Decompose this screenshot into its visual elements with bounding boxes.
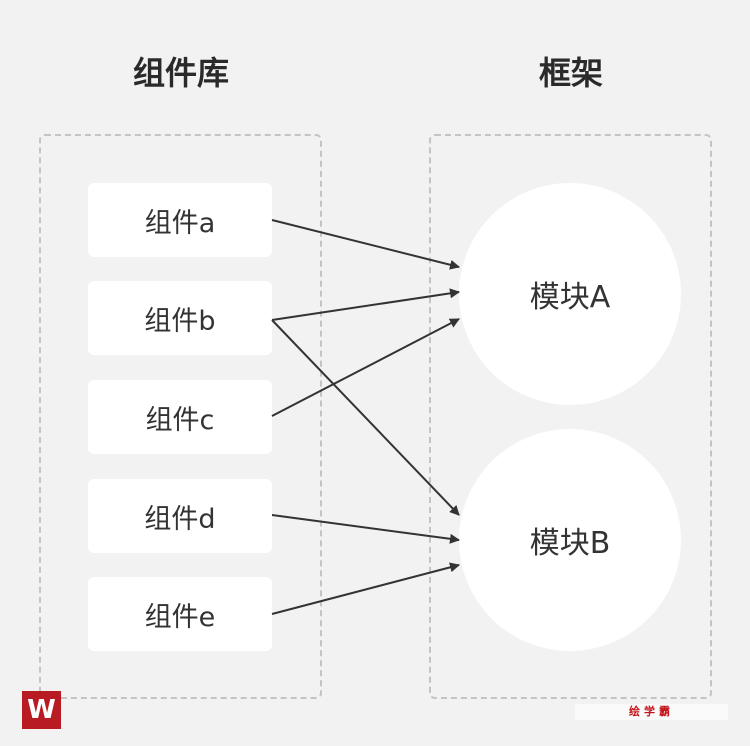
arrow-b-to-A <box>271 288 460 321</box>
arrow-a-to-A <box>271 219 460 270</box>
arrow-c-to-A <box>271 318 460 417</box>
library-container <box>39 134 322 699</box>
component-d: 组件d <box>88 479 272 553</box>
arrow-e-to-B <box>271 562 460 615</box>
module-a: 模块A <box>459 183 681 405</box>
watermark-logo: W <box>22 691 61 729</box>
library-title: 组件库 <box>132 54 229 92</box>
watermark-brand: 绘学霸 <box>575 704 728 720</box>
module-b: 模块B <box>459 429 681 651</box>
framework-container <box>429 134 712 699</box>
arrow-d-to-B <box>271 514 460 544</box>
component-c: 组件c <box>88 380 272 454</box>
arrow-b-to-B <box>271 319 460 516</box>
component-a: 组件a <box>88 183 272 257</box>
framework-title: 框架 <box>538 54 603 92</box>
component-e: 组件e <box>88 577 272 651</box>
component-b: 组件b <box>88 281 272 355</box>
